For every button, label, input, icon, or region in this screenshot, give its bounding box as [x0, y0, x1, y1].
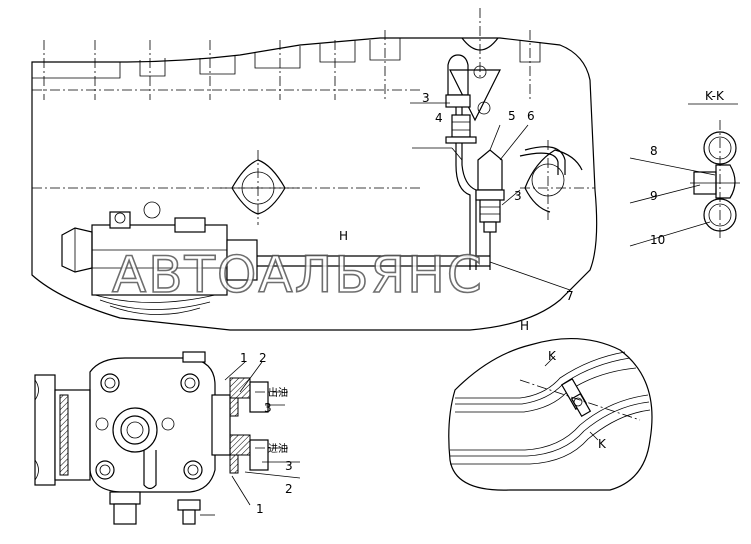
- tank-body-outline: [31, 37, 598, 331]
- section-kk-title: K-K: [705, 89, 725, 103]
- callout-2-top: 2: [259, 351, 267, 365]
- main-view: [31, 8, 598, 331]
- callout-7: 7: [566, 289, 574, 303]
- port-label-inlet: 进油: [268, 442, 288, 455]
- port-label-outlet: 出油: [268, 386, 288, 399]
- view-h-detail-label: H: [520, 319, 529, 333]
- callout-3-upper: 3: [264, 401, 272, 415]
- callout-9: 9: [650, 189, 658, 203]
- callout-6: 6: [527, 109, 535, 123]
- watermark: АВТОАЛЬЯНС: [112, 246, 484, 304]
- view-h-detail: H K K: [448, 319, 653, 491]
- callout-4: 4: [435, 111, 443, 125]
- pump-end-view: 1 2 3 3 2 1 出油 进油: [34, 351, 301, 525]
- callout-8: 8: [650, 144, 658, 158]
- view-h-top-label: H: [339, 229, 348, 243]
- callout-5: 5: [508, 109, 516, 123]
- callout-3b: 3: [514, 189, 522, 203]
- callout-3-lower: 3: [285, 459, 293, 473]
- callout-1-top: 1: [240, 351, 248, 365]
- fuel-pipe-assembly: [445, 54, 505, 270]
- pump-unit: [61, 201, 490, 315]
- callout-10: 10: [650, 233, 665, 247]
- section-kk: K-K 8 9 10: [629, 89, 740, 247]
- k-lower-label: K: [598, 437, 607, 451]
- callout-1-bottom: 1: [256, 502, 264, 516]
- callout-2-bottom: 2: [285, 482, 293, 496]
- callouts-top: 3 4 5 6 3 7 H: [339, 91, 574, 303]
- callout-3a: 3: [422, 91, 430, 105]
- k-upper-label: K: [548, 349, 557, 363]
